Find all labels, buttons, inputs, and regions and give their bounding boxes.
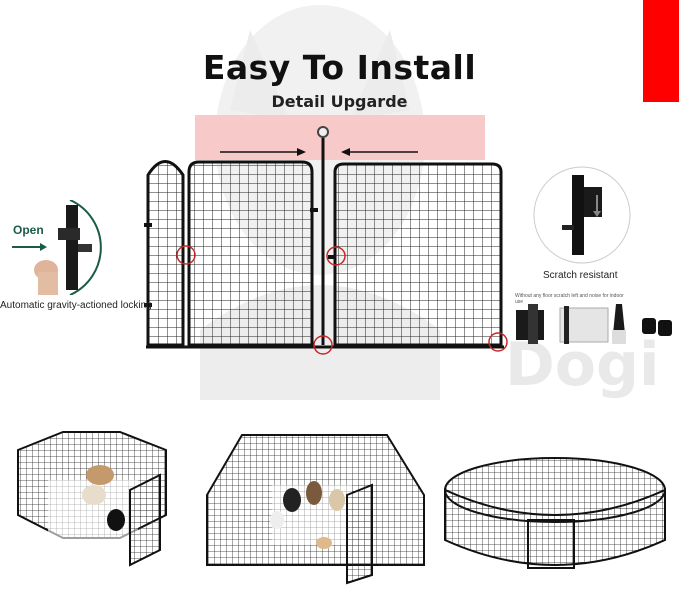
- red-corner-bar: [643, 0, 679, 102]
- lock-caption: Automatic gravity-actioned locking: [0, 300, 152, 311]
- playpen-octagon-image: [8, 420, 173, 570]
- fence-diagram: [140, 120, 520, 360]
- scratch-caption: Scratch resistant: [543, 270, 618, 281]
- open-label: Open: [13, 223, 44, 237]
- page-title: Easy To Install: [202, 48, 477, 87]
- page-subtitle: Detail Upgarde: [271, 92, 408, 111]
- scratch-note: Without any floor scratch left and noise…: [515, 293, 624, 305]
- playpen-round-image: [440, 430, 670, 580]
- feet-parts-image: [512, 300, 677, 352]
- open-arrow-icon: [12, 238, 48, 251]
- lock-callout-image: [8, 199, 123, 296]
- scratch-callout-image: [532, 165, 632, 265]
- playpen-rectangle-image: [202, 425, 427, 585]
